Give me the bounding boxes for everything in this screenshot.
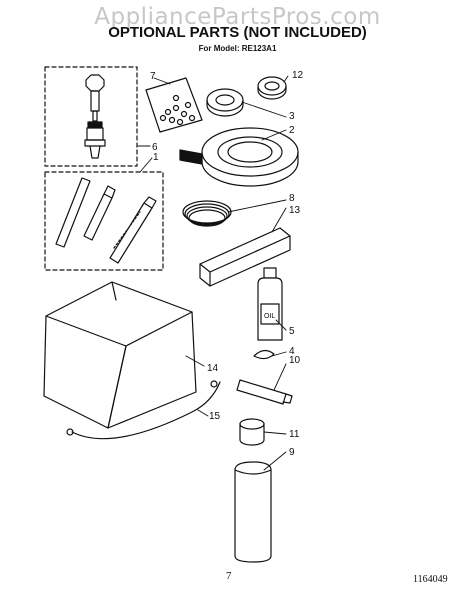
watermark: AppliancePartsPros.com — [94, 4, 381, 30]
callout-6: 6 — [152, 142, 158, 153]
callout-15: 15 — [209, 411, 221, 422]
page-number: 7 — [226, 570, 232, 582]
document-number: 1164049 — [413, 574, 448, 585]
callout-13: 13 — [289, 205, 301, 216]
part-10-small-tube — [236, 379, 293, 405]
part-2-seal-roll — [179, 127, 299, 187]
part-1-tube-kit — [44, 171, 164, 271]
callout-10: 10 — [289, 355, 301, 366]
callout-5: 5 — [289, 326, 295, 337]
callout-9: 9 — [289, 447, 295, 458]
callout-7: 7 — [150, 71, 156, 82]
part-4-drop-cap — [253, 349, 275, 360]
model-subtitle: For Model: RE123A1 — [198, 44, 277, 53]
part-11-cup — [239, 418, 265, 446]
part-6-fitting-kit — [44, 66, 138, 167]
callout-4: 4 — [289, 346, 295, 357]
part-8-wire-coil — [182, 200, 232, 227]
callout-14: 14 — [207, 363, 219, 374]
part-9-spray-can — [234, 461, 272, 563]
page-title: OPTIONAL PARTS (NOT INCLUDED) — [108, 24, 367, 41]
leader-lines — [137, 75, 289, 471]
callout-1: 1 — [153, 152, 159, 163]
svg-text:OIL: OIL — [264, 313, 275, 320]
part-5-oil-bottle: OIL — [257, 267, 283, 341]
callout-12: 12 — [292, 70, 304, 81]
part-12-tape-roll — [257, 76, 287, 100]
part-15-strap — [66, 380, 221, 440]
part-13-foam-block — [199, 227, 291, 287]
part-14-cover — [43, 281, 197, 429]
part-3-strip-roll — [206, 88, 244, 117]
callout-3: 3 — [289, 111, 295, 122]
callout-11: 11 — [289, 429, 300, 440]
part-7-screw-bag — [145, 77, 203, 133]
callout-2: 2 — [289, 125, 295, 136]
callout-8: 8 — [289, 193, 295, 204]
